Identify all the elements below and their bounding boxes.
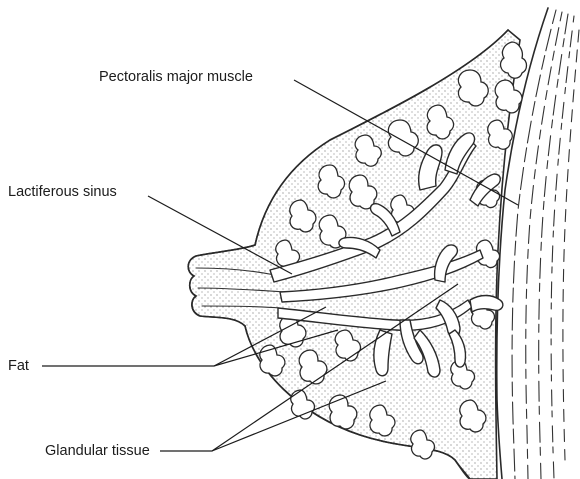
label-pectoralis-major-muscle: Pectoralis major muscle — [99, 69, 253, 85]
label-fat: Fat — [8, 358, 29, 374]
label-lactiferous-sinus: Lactiferous sinus — [8, 184, 117, 200]
label-glandular-tissue: Glandular tissue — [45, 443, 150, 459]
